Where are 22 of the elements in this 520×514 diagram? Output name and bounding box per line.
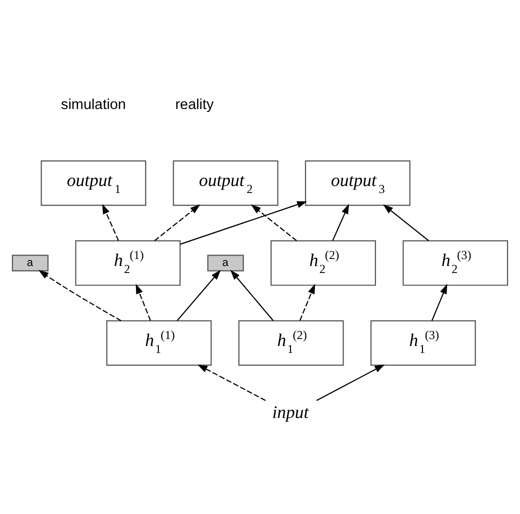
arrow	[38, 270, 122, 321]
node-box: a	[12, 254, 49, 271]
arrow	[136, 283, 151, 320]
arrow	[431, 283, 448, 320]
arrow	[197, 364, 266, 401]
node-text: input	[272, 402, 309, 422]
node-box: a	[207, 254, 244, 271]
arrow	[332, 203, 349, 240]
arrow	[154, 204, 200, 241]
arrow	[383, 204, 430, 241]
label: simulation	[61, 96, 126, 113]
arrow	[299, 283, 316, 320]
arrow	[102, 203, 119, 240]
arrow	[176, 269, 221, 320]
node-box: output$_{3}$	[304, 160, 410, 206]
arrow	[250, 204, 297, 241]
arrow	[230, 269, 274, 320]
arrow	[316, 364, 385, 401]
node-box: output$_{1}$	[40, 160, 146, 206]
arrow	[180, 200, 308, 244]
label: reality	[175, 96, 214, 113]
node-box: output$_{2}$	[172, 160, 278, 206]
